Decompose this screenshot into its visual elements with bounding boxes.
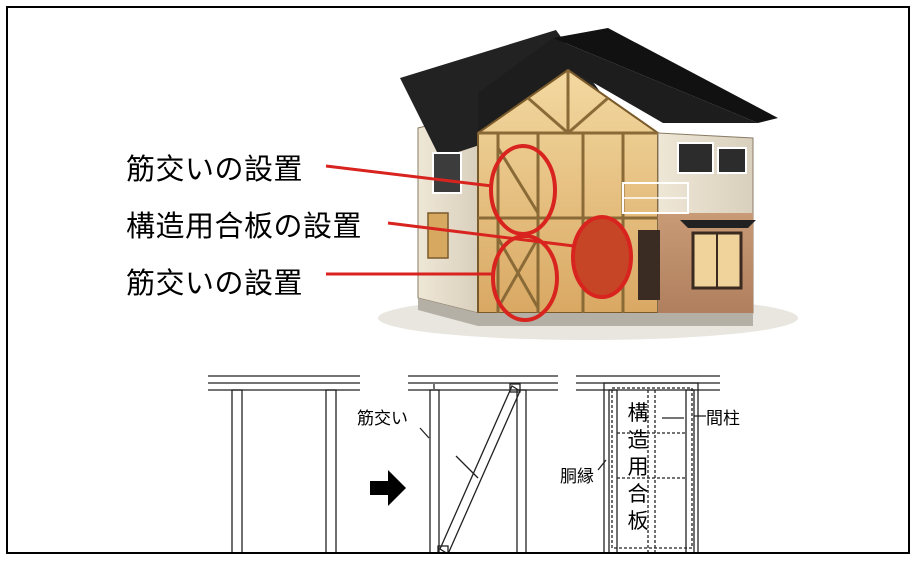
house-illustration	[325, 28, 798, 340]
figure-frame: 筋交いの設置 構造用合板の設置 筋交いの設置 筋交い 間柱 胴縁 構造用合板	[6, 6, 910, 554]
label-structural-plywood-vertical: 構造用合板	[627, 401, 649, 533]
callout-bracing-lower: 筋交いの設置	[126, 266, 304, 300]
wall-frame-bracing	[408, 375, 558, 552]
wall-frame-plywood	[576, 375, 720, 552]
label-stud: 間柱	[706, 409, 740, 429]
label-furring: 胴縁	[560, 467, 594, 487]
callout-structural-plywood: 構造用合板の設置	[126, 209, 363, 243]
wall-frame-empty	[208, 375, 360, 552]
arrow-right-icon	[370, 470, 406, 506]
illustration	[208, 28, 798, 552]
callout-bracing-upper: 筋交いの設置	[126, 152, 304, 186]
label-bracing: 筋交い	[357, 409, 408, 429]
